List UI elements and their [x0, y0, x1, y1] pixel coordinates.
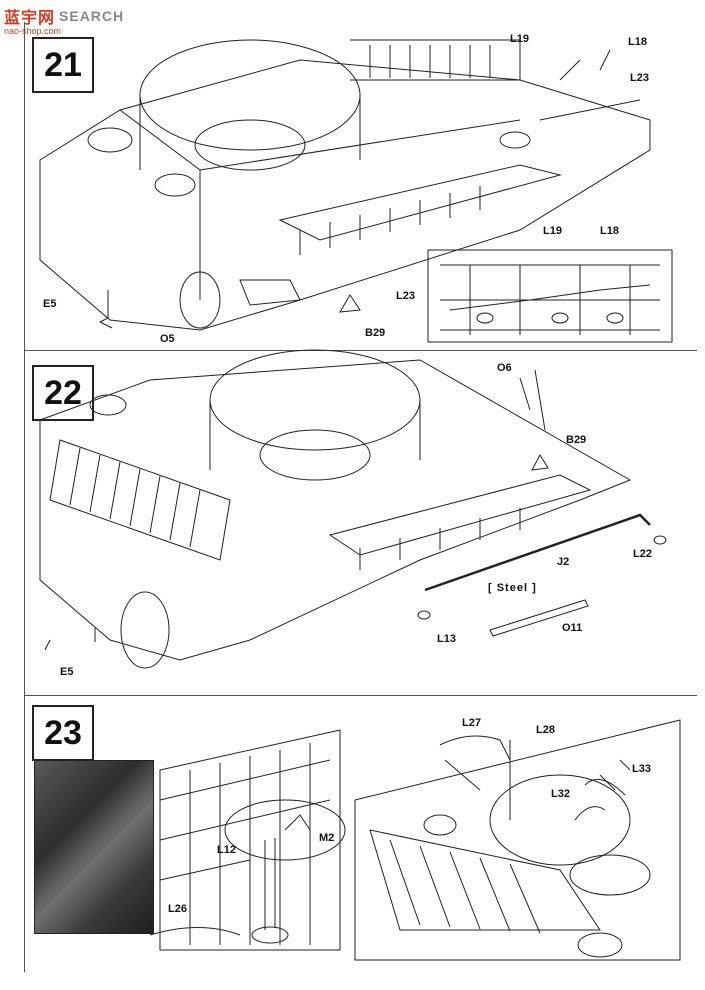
inset-callout-label: L23: [396, 290, 415, 302]
callout-label: L27: [462, 717, 481, 729]
callout-label: L22: [633, 548, 652, 560]
reference-photo: [34, 760, 154, 934]
callout-label: L19: [510, 33, 529, 45]
step-number-21: 21: [32, 37, 94, 93]
watermark-logo: 蓝宇网: [4, 8, 56, 27]
section-divider: [24, 695, 697, 696]
callout-label: L26: [168, 903, 187, 915]
callout-label: O6: [497, 362, 512, 374]
inset-callout-label: L18: [600, 225, 619, 237]
step23-right-drawing: [354, 719, 681, 961]
inset-callout-label: L19: [543, 225, 562, 237]
site-watermark: 蓝宇网 SEARCH: [0, 0, 204, 32]
step-number-23: 23: [32, 705, 94, 761]
callout-label: M2: [319, 832, 335, 844]
callout-label: B29: [566, 434, 587, 446]
callout-label: B29: [365, 327, 386, 339]
callout-label: L23: [630, 72, 649, 84]
callout-label: J2: [557, 556, 570, 568]
callout-label: L12: [217, 844, 236, 856]
step23-left-drawing: [149, 729, 346, 951]
material-note: [ Steel ]: [488, 582, 537, 594]
watermark-url: nao-shop.com: [4, 26, 62, 36]
callout-label: L18: [628, 36, 647, 48]
callout-label: O11: [562, 622, 583, 634]
step21-inset-drawing: [427, 249, 673, 343]
step22-hull-drawing: [39, 349, 667, 669]
page-border-left: [24, 22, 25, 972]
callout-label: L32: [551, 788, 570, 800]
watermark-site-name: SEARCH: [59, 8, 125, 24]
callout-label: L13: [437, 633, 456, 645]
section-divider: [24, 350, 697, 351]
callout-label: E5: [43, 298, 57, 310]
step21-hull-drawing: [39, 39, 651, 331]
callout-label: L28: [536, 724, 555, 736]
callout-label: E5: [60, 666, 74, 678]
callout-label: O5: [160, 333, 175, 345]
callout-label: L33: [632, 763, 651, 775]
